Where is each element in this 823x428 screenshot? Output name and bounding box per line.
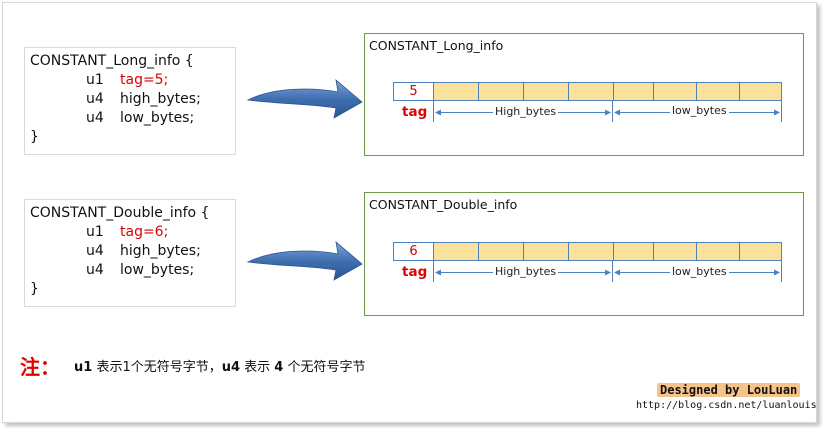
note-title: 注： bbox=[20, 355, 60, 379]
byte-cell bbox=[523, 82, 569, 101]
code-type-u1: u1 bbox=[86, 224, 104, 240]
note-part2: 表示 bbox=[240, 360, 275, 375]
tag-value: 6 bbox=[409, 244, 418, 259]
byte-cell bbox=[523, 242, 569, 261]
dimension-lines bbox=[433, 260, 782, 282]
code-tag-assign: tag=6; bbox=[120, 224, 169, 240]
byte-cell bbox=[739, 242, 782, 261]
byte-cell bbox=[653, 82, 697, 101]
low-bytes-label: low_bytes bbox=[670, 265, 729, 278]
right-arrow-icon bbox=[246, 240, 363, 281]
code-close-brace: } bbox=[30, 281, 39, 297]
byte-cell bbox=[478, 82, 524, 101]
note-u4: u4 bbox=[221, 360, 241, 375]
note-part3: 个无符号字节 bbox=[283, 360, 366, 375]
note-part1: 表示1个无符号字节， bbox=[92, 360, 222, 375]
blog-url: http://blog.csdn.net/luanlouis bbox=[636, 400, 817, 411]
byte-cell bbox=[433, 242, 479, 261]
low-bytes-label: low_bytes bbox=[670, 104, 729, 117]
double-info-code-box: CONSTANT_Double_info { u1 tag=6; u4 high_b… bbox=[24, 199, 236, 307]
code-struct-header: CONSTANT_Double_info { bbox=[30, 205, 210, 221]
note-text: u1 表示1个无符号字节，u4 表示 4 个无符号字节 bbox=[74, 356, 365, 375]
code-low-line: u4 low_bytes; bbox=[86, 109, 194, 128]
tag-value: 5 bbox=[409, 84, 418, 99]
byte-cell bbox=[568, 242, 614, 261]
byte-cell bbox=[613, 82, 654, 101]
code-high-line: u4 high_bytes; bbox=[86, 90, 201, 109]
panel-title: CONSTANT_Double_info bbox=[369, 197, 518, 212]
code-high-line: u4 high_bytes; bbox=[86, 242, 201, 261]
code-type-u1: u1 bbox=[86, 72, 104, 88]
byte-cell bbox=[568, 82, 614, 101]
designer-credit: Designed by LouLuan bbox=[657, 383, 801, 397]
code-close-brace: } bbox=[30, 129, 39, 145]
code-type-u4: u4 bbox=[86, 262, 104, 278]
note-u1: u1 bbox=[74, 360, 93, 375]
code-tag-line: u1 tag=6; bbox=[86, 223, 168, 242]
code-high-bytes: high_bytes; bbox=[120, 91, 201, 107]
byte-cell bbox=[613, 242, 654, 261]
tag-byte-cell: 6 bbox=[393, 242, 434, 261]
code-low-line: u4 low_bytes; bbox=[86, 261, 194, 280]
code-type-u4: u4 bbox=[86, 243, 104, 259]
byte-cell bbox=[653, 242, 697, 261]
byte-cell bbox=[696, 242, 740, 261]
note-four: 4 bbox=[274, 360, 284, 375]
long-info-code-box: CONSTANT_Long_info { u1 tag=5; u4 high_byt… bbox=[24, 47, 236, 155]
tag-byte-cell: 5 bbox=[393, 82, 434, 101]
tag-label: tag bbox=[402, 264, 428, 280]
right-arrow-icon bbox=[246, 78, 363, 119]
code-high-bytes: high_bytes; bbox=[120, 243, 201, 259]
code-struct-header: CONSTANT_Long_info { bbox=[30, 53, 194, 69]
byte-cell bbox=[478, 242, 524, 261]
code-tag-assign: tag=5; bbox=[120, 72, 169, 88]
dimension-lines bbox=[433, 100, 782, 122]
code-tag-line: u1 tag=5; bbox=[86, 71, 168, 90]
panel-title: CONSTANT_Long_info bbox=[369, 38, 504, 53]
byte-cell bbox=[696, 82, 740, 101]
tag-label: tag bbox=[402, 104, 428, 120]
byte-cell bbox=[739, 82, 782, 101]
code-low-bytes: low_bytes; bbox=[120, 110, 195, 126]
high-bytes-label: High_bytes bbox=[493, 265, 559, 278]
long-info-panel: CONSTANT_Long_info 5 tag High_bytes low_… bbox=[364, 33, 804, 156]
double-info-panel: CONSTANT_Double_info 6 tag High_bytes lo… bbox=[364, 192, 804, 316]
byte-cell bbox=[433, 82, 479, 101]
code-type-u4: u4 bbox=[86, 91, 104, 107]
code-low-bytes: low_bytes; bbox=[120, 262, 195, 278]
high-bytes-label: High_bytes bbox=[493, 105, 559, 118]
code-type-u4: u4 bbox=[86, 110, 104, 126]
